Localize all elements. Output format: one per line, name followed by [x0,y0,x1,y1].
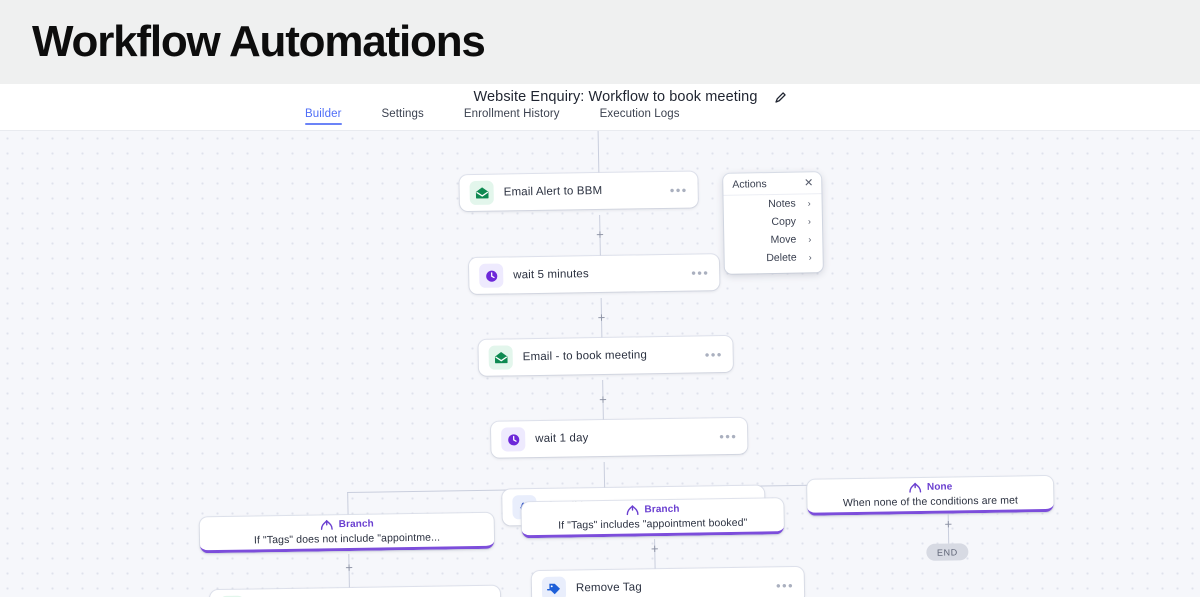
branch-icon [626,504,639,515]
actions-context-menu[interactable]: Actions ✕ Notes › Copy › Move › Delete [723,172,823,274]
branch-header: None [815,478,1045,496]
branch-header: Branch [529,500,775,518]
node-menu-icon[interactable]: ••• [691,264,710,281]
node-wait-1-day[interactable]: wait 1 day ••• [490,417,748,458]
item-label: Notes [768,197,796,211]
add-step-3[interactable]: + [599,391,607,408]
tag-remove-icon [541,576,567,597]
node-menu-icon[interactable]: ••• [775,577,795,593]
add-step-2[interactable]: + [597,309,606,326]
branch-card-left[interactable]: Branch If "Tags" does not include "appoi… [199,512,495,554]
branch-icon [320,519,333,530]
chevron-right-icon: › [807,216,812,227]
node-menu-icon[interactable]: ••• [669,182,688,198]
item-label: Copy [771,215,797,229]
close-icon[interactable]: ✕ [803,176,814,189]
branch-header: Branch [208,515,486,533]
branch-condition: When none of the conditions are met [842,494,1019,510]
page-title-band: Workflow Automations [0,0,1200,84]
node-label: wait 5 minutes [513,268,589,282]
clock-icon [501,427,526,452]
workflow-tabs: Builder Settings Enrollment History Exec… [0,108,1200,130]
add-step-1[interactable]: + [596,226,604,243]
chevron-right-icon: › [808,234,812,245]
item-label: Delete [766,251,797,265]
actions-menu-item-delete[interactable]: Delete › [724,248,822,268]
actions-menu-item-move[interactable]: Move › [724,230,822,250]
node-label: Email Alert to BBM [503,184,603,199]
item-label: Move [770,233,797,247]
chevron-right-icon: › [807,198,811,209]
add-step-left-1[interactable]: + [345,559,353,576]
tab-execution-logs[interactable]: Execution Logs [599,108,680,120]
branch-card-none[interactable]: None When none of the conditions are met [807,475,1054,516]
branch-icon [909,482,921,493]
node-email-book-meeting[interactable]: Email - to book meeting ••• [478,335,734,376]
workflow-flow: + + + Email Alert to BBM [0,131,1200,597]
chevron-right-icon: › [808,252,812,263]
email-open-icon [488,345,513,370]
tab-enrollment-history[interactable]: Enrollment History [463,108,560,120]
pencil-icon[interactable] [774,91,787,104]
actions-menu-title: Actions [732,178,767,191]
node-label: wait 1 day [535,432,589,446]
workflow-app: Website Enquiry: Workflow to book meetin… [0,84,1200,597]
actions-menu-header: Actions ✕ [723,172,822,196]
tab-settings[interactable]: Settings [381,108,424,120]
branch-title: Branch [338,518,374,530]
workflow-canvas[interactable]: + + + Email Alert to BBM [0,131,1200,597]
email-open-icon [469,180,494,206]
connector-4 [603,461,606,488]
node-menu-icon[interactable]: ••• [704,346,723,362]
node-remove-tag[interactable]: Remove Tag ••• [531,566,805,597]
branch-title: Branch [644,503,680,515]
app-header: Website Enquiry: Workflow to book meetin… [0,84,1200,131]
node-label: Email - to book meeting [522,349,648,364]
clock-icon [478,263,504,288]
add-step-right-1[interactable]: + [944,516,953,532]
branch-drop-left [347,491,349,515]
header-divider [0,130,1200,131]
node-internal-notification[interactable]: Internal Notification ••• [209,585,501,597]
branch-condition: If "Tags" does not include "appointme... [253,531,441,547]
actions-menu-item-notes[interactable]: Notes › [723,194,821,214]
actions-menu-item-copy[interactable]: Copy › [724,212,822,232]
branch-condition: If "Tags" includes "appointment booked" [558,516,748,532]
node-menu-icon[interactable]: ••• [719,428,738,444]
end-node: END [926,543,969,561]
workflow-title: Website Enquiry: Workflow to book meetin… [473,89,758,105]
node-wait-5-minutes[interactable]: wait 5 minutes ••• [468,254,720,295]
add-step-mid-1[interactable]: + [650,541,659,557]
branch-card-middle[interactable]: Branch If "Tags" includes "appointment b… [521,498,785,539]
connector-top [597,131,600,174]
node-email-alert[interactable]: Email Alert to BBM ••• [459,171,699,212]
node-label: Remove Tag [575,581,642,595]
branch-title: None [926,480,953,493]
page-title: Workflow Automations [32,17,486,66]
workflow-title-row: Website Enquiry: Workflow to book meetin… [0,84,1200,110]
tab-builder[interactable]: Builder [305,108,342,125]
